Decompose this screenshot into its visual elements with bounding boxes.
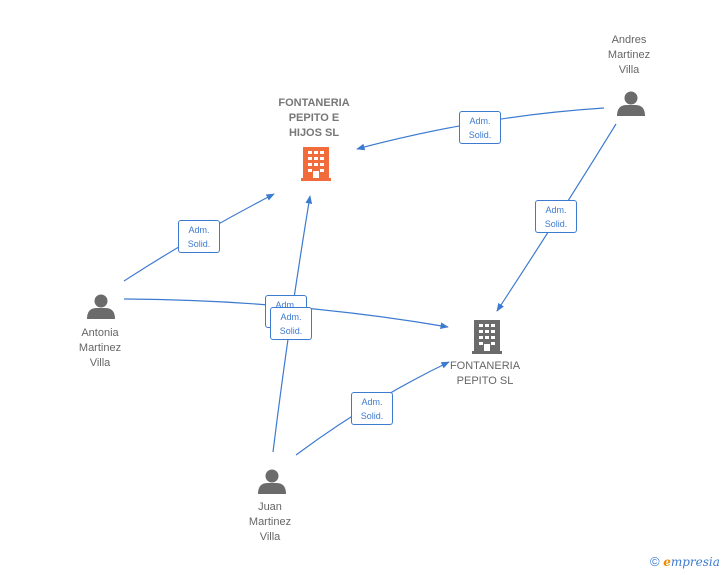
relation-label: Adm. Solid. [535,200,577,233]
person-label-antonia[interactable]: Antonia Martinez Villa [78,327,122,369]
relation-line1: Adm. [545,205,567,215]
relation-line2: Solid. [360,411,384,421]
person-icon-antonia[interactable] [87,294,115,320]
relation-line2: Solid. [187,239,211,249]
relation-line2: Solid. [544,219,568,229]
relation-line1: Adm. [275,300,297,310]
copyright-icon: © [650,554,660,569]
building-icon-second[interactable] [472,320,502,354]
relation-line1: Adm. [188,225,210,235]
person-label-andres[interactable]: Andres Martinez Villa [607,34,651,76]
person-label-juan[interactable]: Juan Martinez Villa [248,501,292,543]
relation-line1: Adm. [469,116,491,126]
relation-label: Adm. Solid. [270,307,312,340]
person-icon-andres[interactable] [617,91,645,117]
relation-line2: Solid. [468,130,492,140]
relation-line1: Adm. [280,312,302,322]
building-icon-main[interactable] [301,147,331,181]
relation-line1: Adm. [361,397,383,407]
company-second-label[interactable]: FONTANERIA PEPITO SL [449,360,521,387]
footer-brand: © empresia [650,554,720,569]
empresia-logo: empresia [663,555,720,569]
relation-label: Adm. Solid. [178,220,220,253]
relation-line2: Solid. [279,326,303,336]
person-icon-juan[interactable] [258,469,286,495]
relation-label: Adm. Solid. [459,111,501,144]
relation-label: Adm. Solid. [351,392,393,425]
company-main-label[interactable]: FONTANERIA PEPITO E HIJOS SL [278,97,350,139]
